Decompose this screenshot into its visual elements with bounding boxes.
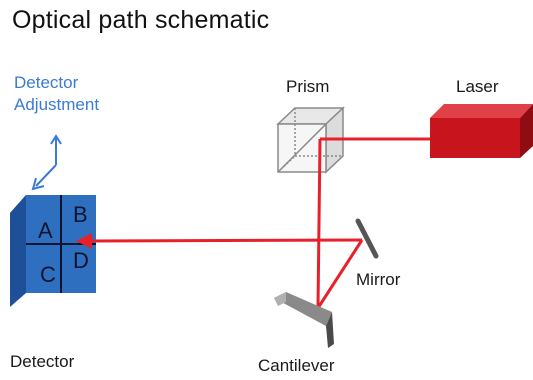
laser-beam: [87, 137, 430, 309]
detector-label: Detector: [10, 352, 75, 371]
beam-arrowhead: [76, 233, 92, 249]
adjust-arrow-icon: [31, 134, 62, 191]
quadrant-d: D: [73, 248, 89, 273]
detector: A B C D: [10, 195, 96, 307]
prism: [276, 106, 345, 174]
detector-adjustment-label: Detector Adjustment: [14, 72, 134, 116]
detector-adjustment-text: Detector Adjustment: [14, 73, 100, 114]
quadrant-b: B: [73, 202, 88, 227]
mirror: [355, 218, 379, 259]
diagram-title: Optical path schematic: [12, 6, 270, 34]
quadrant-a: A: [38, 218, 53, 243]
mirror-label: Mirror: [356, 270, 401, 289]
laser-label: Laser: [456, 77, 499, 96]
cantilever-label: Cantilever: [258, 356, 335, 375]
quadrant-c: C: [40, 262, 56, 287]
detector-side: [10, 195, 26, 307]
laser: [430, 104, 533, 158]
cantilever: [274, 292, 334, 348]
prism-label: Prism: [286, 77, 330, 96]
